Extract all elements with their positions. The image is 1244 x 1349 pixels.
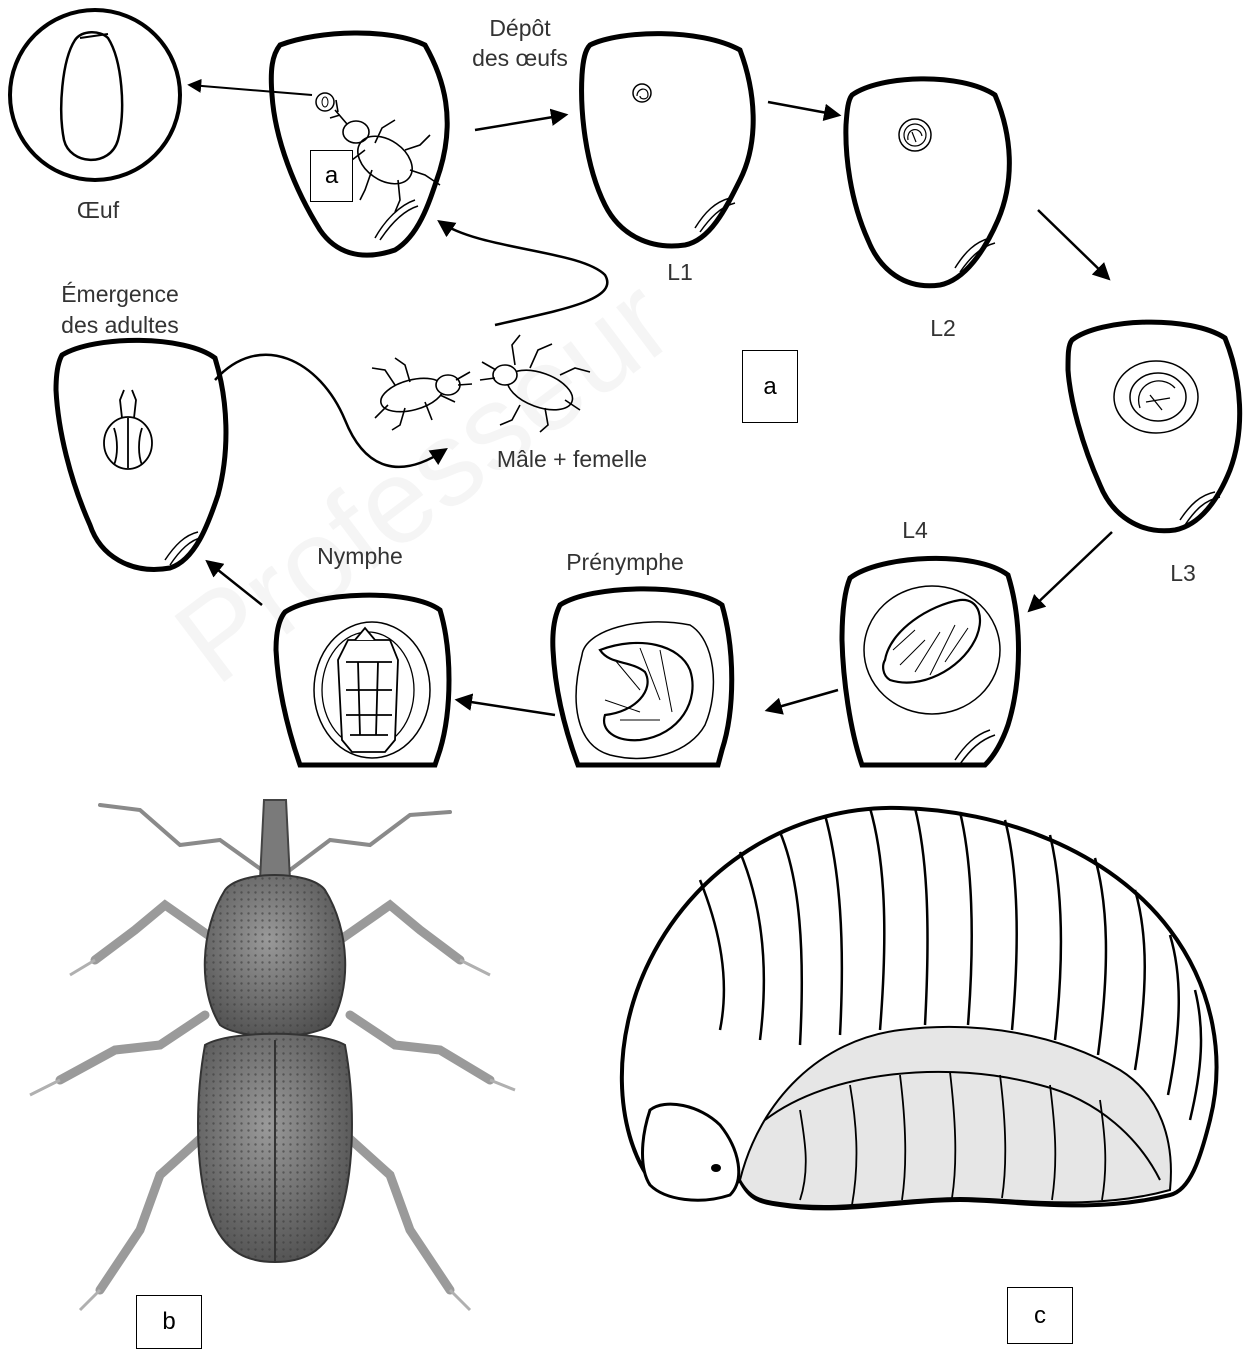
egg-magnified (10, 10, 180, 180)
label-l1: L1 (655, 258, 705, 287)
label-male-female: Mâle + femelle (462, 445, 682, 474)
label-nymph: Nymphe (300, 542, 420, 571)
female-weevil-mating-icon (480, 335, 590, 432)
label-emergence-line2: des adultes (40, 311, 200, 340)
label-l2: L2 (918, 314, 968, 343)
label-box-a-top: a (310, 150, 353, 202)
grain-l3 (1068, 322, 1240, 531)
arrow-to-nymph (458, 700, 555, 715)
label-box-b: b (136, 1295, 202, 1349)
arrow-to-l2 (768, 102, 838, 115)
larva-illustration (622, 808, 1217, 1209)
label-deposit-line1: Dépôt (460, 14, 580, 43)
label-deposit-line2: des œufs (460, 44, 580, 73)
grain-prenymph (553, 589, 732, 765)
male-weevil-icon (372, 358, 472, 430)
grain-l1 (582, 34, 754, 246)
grain-l2 (846, 79, 1009, 286)
grain-l4 (842, 558, 1019, 765)
arrow-to-l3 (1038, 210, 1108, 278)
adult-weevil-illustration (30, 800, 515, 1310)
label-egg: Œuf (58, 196, 138, 225)
arrow-to-prenymph (768, 690, 838, 710)
arrow-to-emergence (208, 562, 262, 605)
label-prenymph: Prénymphe (540, 548, 710, 577)
grain-emergence (56, 340, 226, 569)
label-l3: L3 (1158, 559, 1208, 588)
label-l4: L4 (890, 516, 940, 545)
label-box-a-middle: a (742, 350, 798, 423)
arrow-to-l1 (475, 115, 565, 130)
label-box-c: c (1007, 1287, 1073, 1344)
arrow-back-to-oviposition (440, 222, 607, 325)
arrow-to-l4 (1030, 532, 1112, 610)
grain-nymph (276, 595, 449, 765)
label-emergence-line1: Émergence (40, 280, 200, 309)
grain-oviposition (271, 33, 447, 255)
